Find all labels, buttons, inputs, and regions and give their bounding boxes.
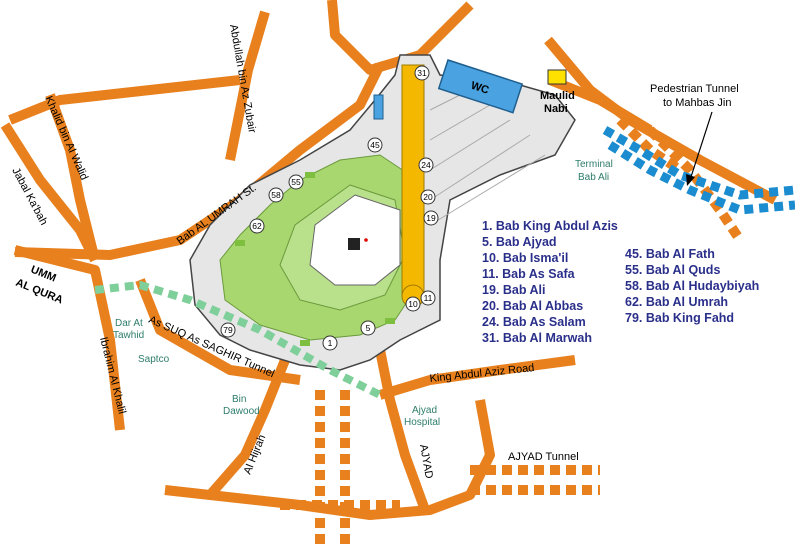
legend-item: 58. Bab Al Hudaybiyah [625, 279, 759, 293]
label-bin: Bin [232, 394, 246, 405]
road-northeast-2 [548, 75, 653, 135]
road-network [0, 0, 778, 544]
legend-item: 11. Bab As Safa [482, 267, 576, 281]
label-pedestrian-tunnel: Pedestrian Tunnel [650, 83, 739, 95]
gate-79: 79 [220, 322, 236, 338]
gate-markers: 31 45 24 55 58 20 19 62 10 11 79 5 1 [220, 65, 439, 351]
block-1 [305, 172, 315, 178]
label-hospital: Hospital [404, 417, 440, 428]
svg-text:45: 45 [370, 140, 380, 150]
svg-text:31: 31 [417, 68, 427, 78]
svg-text:58: 58 [271, 190, 281, 200]
as-suq-as-saghir-tunnel [94, 280, 382, 399]
pedestrian-tunnel-2 [607, 141, 795, 215]
gate-45: 45 [367, 137, 383, 153]
label-ajyad-tunnel: AJYAD Tunnel [508, 451, 579, 463]
tunnel-northeast-2 [616, 116, 683, 175]
block-4 [385, 318, 395, 324]
tunnel-northeast [646, 126, 745, 243]
maqam-marker [364, 238, 368, 242]
road-khalid-upper [8, 75, 241, 125]
maulid-nabi-marker [547, 69, 567, 85]
label-tawhid: Tawhid [113, 330, 144, 341]
blue-slab [373, 94, 384, 120]
label-jabal-kabah: Jabal Ka'bah [9, 166, 49, 227]
wc-block: WC [437, 59, 524, 114]
svg-text:1: 1 [328, 338, 333, 348]
gate-1: 1 [322, 335, 338, 351]
road-jabal-kabah [0, 122, 100, 263]
wc-label: WC [469, 80, 490, 97]
gate-55: 55 [288, 174, 304, 190]
road-khalid-bin-al-walid [45, 93, 100, 262]
legend-item: 24. Bab As Salam [482, 315, 586, 329]
legend-item: 55. Bab Al Quds [625, 263, 720, 277]
road-south-west [135, 278, 301, 385]
gate-24: 24 [418, 157, 434, 173]
gate-62: 62 [249, 218, 265, 234]
svg-text:79: 79 [223, 325, 233, 335]
gate-58: 58 [268, 187, 284, 203]
label-saptco: Saptco [138, 354, 170, 365]
label-king-abdul-aziz-road: King Abdul Aziz Road [429, 362, 535, 385]
road-ajyad [375, 349, 430, 512]
svg-text:55: 55 [291, 177, 301, 187]
legend-item: 1. Bab King Abdul Azis [482, 219, 618, 233]
pedestrian-arrowhead [686, 174, 695, 186]
label-mahbas-jin: to Mahbas Jin [663, 97, 731, 109]
kaaba [348, 238, 360, 250]
road-ibrahim-al-khalil [13, 245, 125, 431]
block-3 [300, 340, 310, 346]
gate-31: 31 [414, 65, 430, 81]
label-al-qura: AL QURA [14, 277, 65, 307]
pedestrian-arrow [689, 111, 713, 181]
svg-text:20: 20 [423, 192, 433, 202]
label-dawood: Dawood [223, 406, 260, 417]
maulid-nabi-label-1: Maulid [540, 90, 575, 102]
svg-text:5: 5 [366, 323, 371, 333]
gate-legend-left: 1. Bab King Abdul Azis 5. Bab Ajyad 10. … [482, 219, 618, 345]
svg-text:10: 10 [408, 299, 418, 309]
svg-text:24: 24 [421, 160, 431, 170]
svg-text:11: 11 [424, 293, 433, 303]
svg-text:62: 62 [252, 221, 262, 231]
gate-5: 5 [360, 320, 376, 336]
masaa-gallery [401, 64, 425, 296]
legend-item: 5. Bab Ajyad [482, 235, 557, 249]
legend-item: 19. Bab Ali [482, 283, 545, 297]
road-al-hijrah [164, 358, 290, 500]
road-king-abdul-aziz [378, 355, 576, 400]
legend-item: 62. Bab Al Umrah [625, 295, 728, 309]
legend-item: 10. Bab Isma'il [482, 251, 568, 265]
legend-item: 45. Bab Al Fath [625, 247, 715, 261]
gate-legend-right: 45. Bab Al Fath 55. Bab Al Quds 58. Bab … [625, 247, 759, 325]
legend-item: 31. Bab Al Marwah [482, 331, 592, 345]
label-ajyad: AJYAD [417, 443, 435, 479]
label-ajyad-h: Ajyad [412, 405, 437, 416]
label-dar-at: Dar At [115, 318, 143, 329]
road-abdullah-bin-az-zubair [225, 10, 270, 161]
label-khalid-bin-al-walid: Khalid bin Al Walid [42, 94, 90, 182]
pedestrian-tunnel-1 [602, 126, 795, 200]
gate-20: 20 [420, 189, 436, 205]
block-2 [235, 240, 245, 246]
legend-item: 20. Bab Al Abbas [482, 299, 583, 313]
maulid-nabi-label-2: Nabi [544, 103, 568, 115]
plaza-lines [429, 94, 546, 226]
label-bab-ali-terminal: Bab Ali [578, 172, 609, 183]
legend-item: 79. Bab King Fahd [625, 311, 734, 325]
svg-text:19: 19 [426, 213, 436, 223]
gate-11: 11 [420, 290, 436, 306]
gate-19: 19 [423, 210, 439, 226]
road-top-north [327, 0, 474, 75]
label-terminal: Terminal [575, 159, 613, 170]
gate-10: 10 [405, 296, 421, 312]
label-umm: UMM [29, 264, 58, 285]
